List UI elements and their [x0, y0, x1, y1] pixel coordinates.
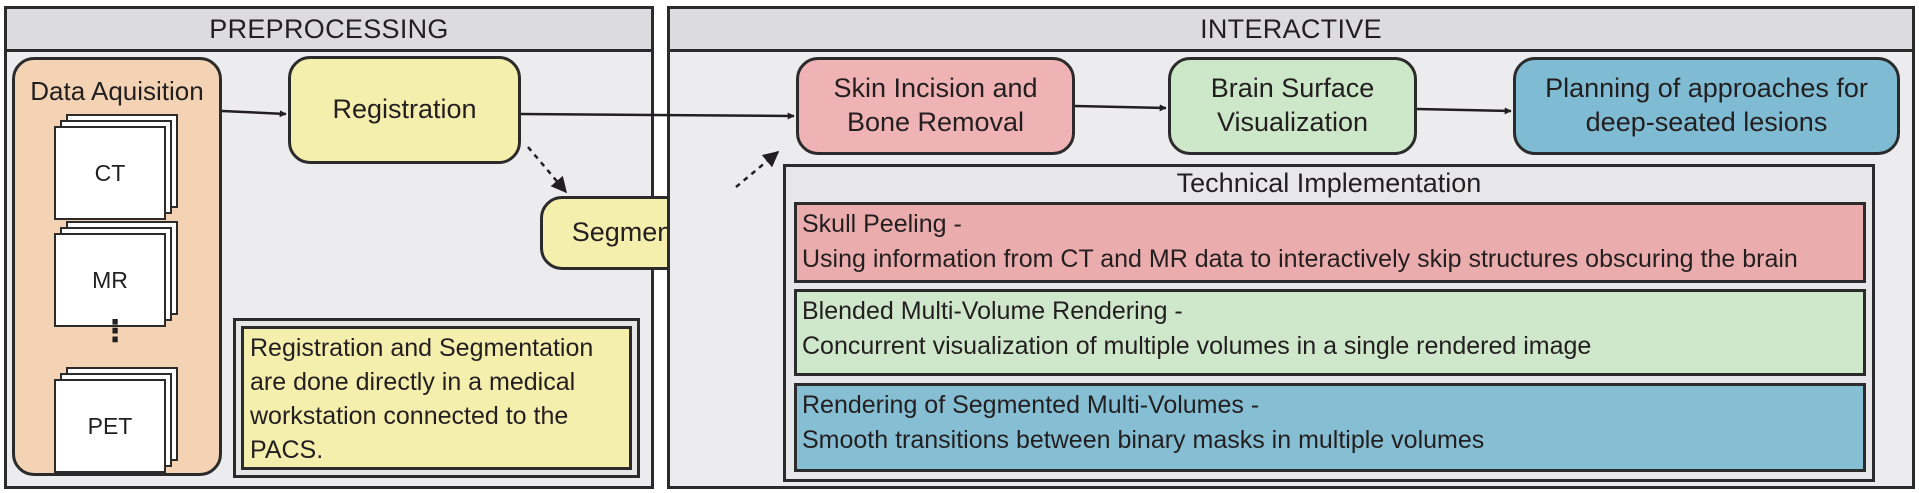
technical-implementation-title: Technical Implementation: [1176, 168, 1482, 198]
pet-card: PET: [54, 379, 166, 473]
arrow-skin-to-brain: [1074, 104, 1167, 112]
interactive-title: INTERACTIVE: [670, 9, 1912, 52]
segmented-rendering-heading: Rendering of Segmented Multi-Volumes -: [802, 391, 1260, 419]
note-box-frame: Registration and Segmentation are done d…: [233, 318, 640, 478]
arrow-segmentation-to-skin-incision: [735, 150, 780, 188]
planning-node: Planning of approaches for deep-seated l…: [1513, 57, 1900, 155]
ct-label: CT: [94, 159, 126, 186]
arrow-registration-to-segmentation: [527, 146, 568, 194]
segmented-rendering-row: Rendering of Segmented Multi-Volumes - S…: [794, 383, 1866, 472]
segmented-rendering-text: Smooth transitions between binary masks …: [802, 426, 1485, 454]
blended-rendering-text: Concurrent visualization of multiple vol…: [802, 332, 1592, 360]
ct-card: CT: [54, 126, 166, 220]
registration-node: Registration: [288, 56, 521, 164]
arrow-brain-to-planning: [1416, 107, 1512, 115]
blended-rendering-heading: Blended Multi-Volume Rendering -: [802, 297, 1183, 325]
skin-incision-node: Skin Incision and Bone Removal: [796, 57, 1075, 155]
mr-card: MR: [54, 233, 166, 327]
skull-peeling-row: Skull Peeling - Using information from C…: [794, 202, 1866, 283]
pet-label: PET: [87, 412, 133, 439]
note-text: Registration and Segmentation are done d…: [241, 326, 632, 470]
arrow-registration-to-skin-incision: [520, 112, 795, 120]
arrow-acquisition-to-registration: [221, 109, 287, 118]
skull-peeling-heading: Skull Peeling -: [802, 210, 962, 238]
skull-peeling-text: Using information from CT and MR data to…: [802, 245, 1798, 273]
preprocessing-title: PREPROCESSING: [7, 9, 651, 52]
mr-label: MR: [92, 266, 128, 293]
data-acquisition-title: Data Aquisition: [30, 76, 204, 106]
brain-surface-node: Brain Surface Visualization: [1168, 57, 1417, 155]
blended-rendering-row: Blended Multi-Volume Rendering - Concurr…: [794, 289, 1866, 376]
